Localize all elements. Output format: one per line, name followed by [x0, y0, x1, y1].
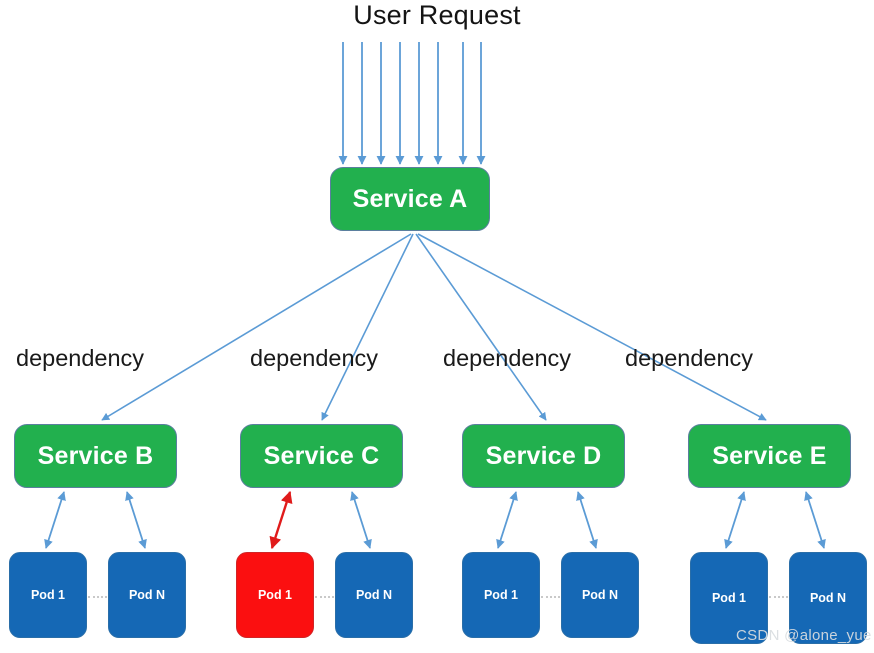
service-node-service-b[interactable]: Service B [14, 424, 177, 488]
pod-connector-e [769, 596, 788, 598]
dependency-label-d: dependency [443, 345, 572, 371]
service-e-pod-arrows [724, 491, 826, 549]
service-node-service-c[interactable]: Service C [240, 424, 403, 488]
page-title: User Request [353, 0, 521, 30]
pod-link-arrow-alert [269, 490, 293, 550]
pod-label: Pod N [809, 591, 847, 605]
pod-label: Pod 1 [483, 588, 519, 602]
pod-link-arrow [724, 491, 746, 549]
pod-label: Pod 1 [711, 591, 747, 605]
pod-node-e-n[interactable]: Pod N [789, 552, 867, 644]
service-label: Service D [485, 441, 602, 470]
pod-node-c-1[interactable]: Pod 1 [236, 552, 314, 638]
pod-label: Pod 1 [257, 588, 293, 602]
service-d-pod-arrows [496, 491, 598, 549]
user-request-arrow-group [338, 42, 486, 165]
pod-connector-d [541, 596, 560, 598]
pod-link-arrow [44, 491, 66, 549]
pod-node-b-n[interactable]: Pod N [108, 552, 186, 638]
service-node-service-e[interactable]: Service E [688, 424, 851, 488]
dependency-arrow-to-service-b [101, 233, 412, 421]
pod-label: Pod 1 [30, 588, 66, 602]
pod-label: Pod N [581, 588, 619, 602]
service-node-gateway[interactable]: Service A [330, 167, 490, 231]
pod-link-arrow [804, 491, 826, 549]
service-label: Service A [352, 184, 468, 213]
pod-connector-c [315, 596, 334, 598]
dependency-label-c: dependency [250, 345, 379, 371]
dependency-arrow-to-service-d [415, 233, 547, 421]
pod-link-arrow [496, 491, 518, 549]
pod-node-c-n[interactable]: Pod N [335, 552, 413, 638]
pod-link-arrow [125, 491, 147, 549]
dependency-arrow-group [101, 233, 767, 421]
pod-link-arrow [350, 491, 372, 549]
service-c-pod-arrows [269, 490, 372, 550]
pod-node-e-1[interactable]: Pod 1 [690, 552, 768, 644]
dependency-label-b: dependency [16, 345, 145, 371]
service-label: Service B [37, 441, 154, 470]
pod-node-d-n[interactable]: Pod N [561, 552, 639, 638]
pod-node-d-1[interactable]: Pod 1 [462, 552, 540, 638]
service-b-pod-arrows [44, 491, 147, 549]
pod-connector-b [88, 596, 107, 598]
service-node-service-d[interactable]: Service D [462, 424, 625, 488]
service-label: Service E [712, 441, 827, 470]
watermark: CSDN @alone_yue [736, 627, 872, 644]
pod-node-b-1[interactable]: Pod 1 [9, 552, 87, 638]
dependency-label-e: dependency [625, 345, 754, 371]
pod-label: Pod N [128, 588, 166, 602]
dependency-arrow-to-service-c [321, 233, 414, 421]
pod-link-arrow [576, 491, 598, 549]
dependency-arrow-to-service-e [417, 233, 767, 421]
service-label: Service C [263, 441, 380, 470]
pod-label: Pod N [355, 588, 393, 602]
